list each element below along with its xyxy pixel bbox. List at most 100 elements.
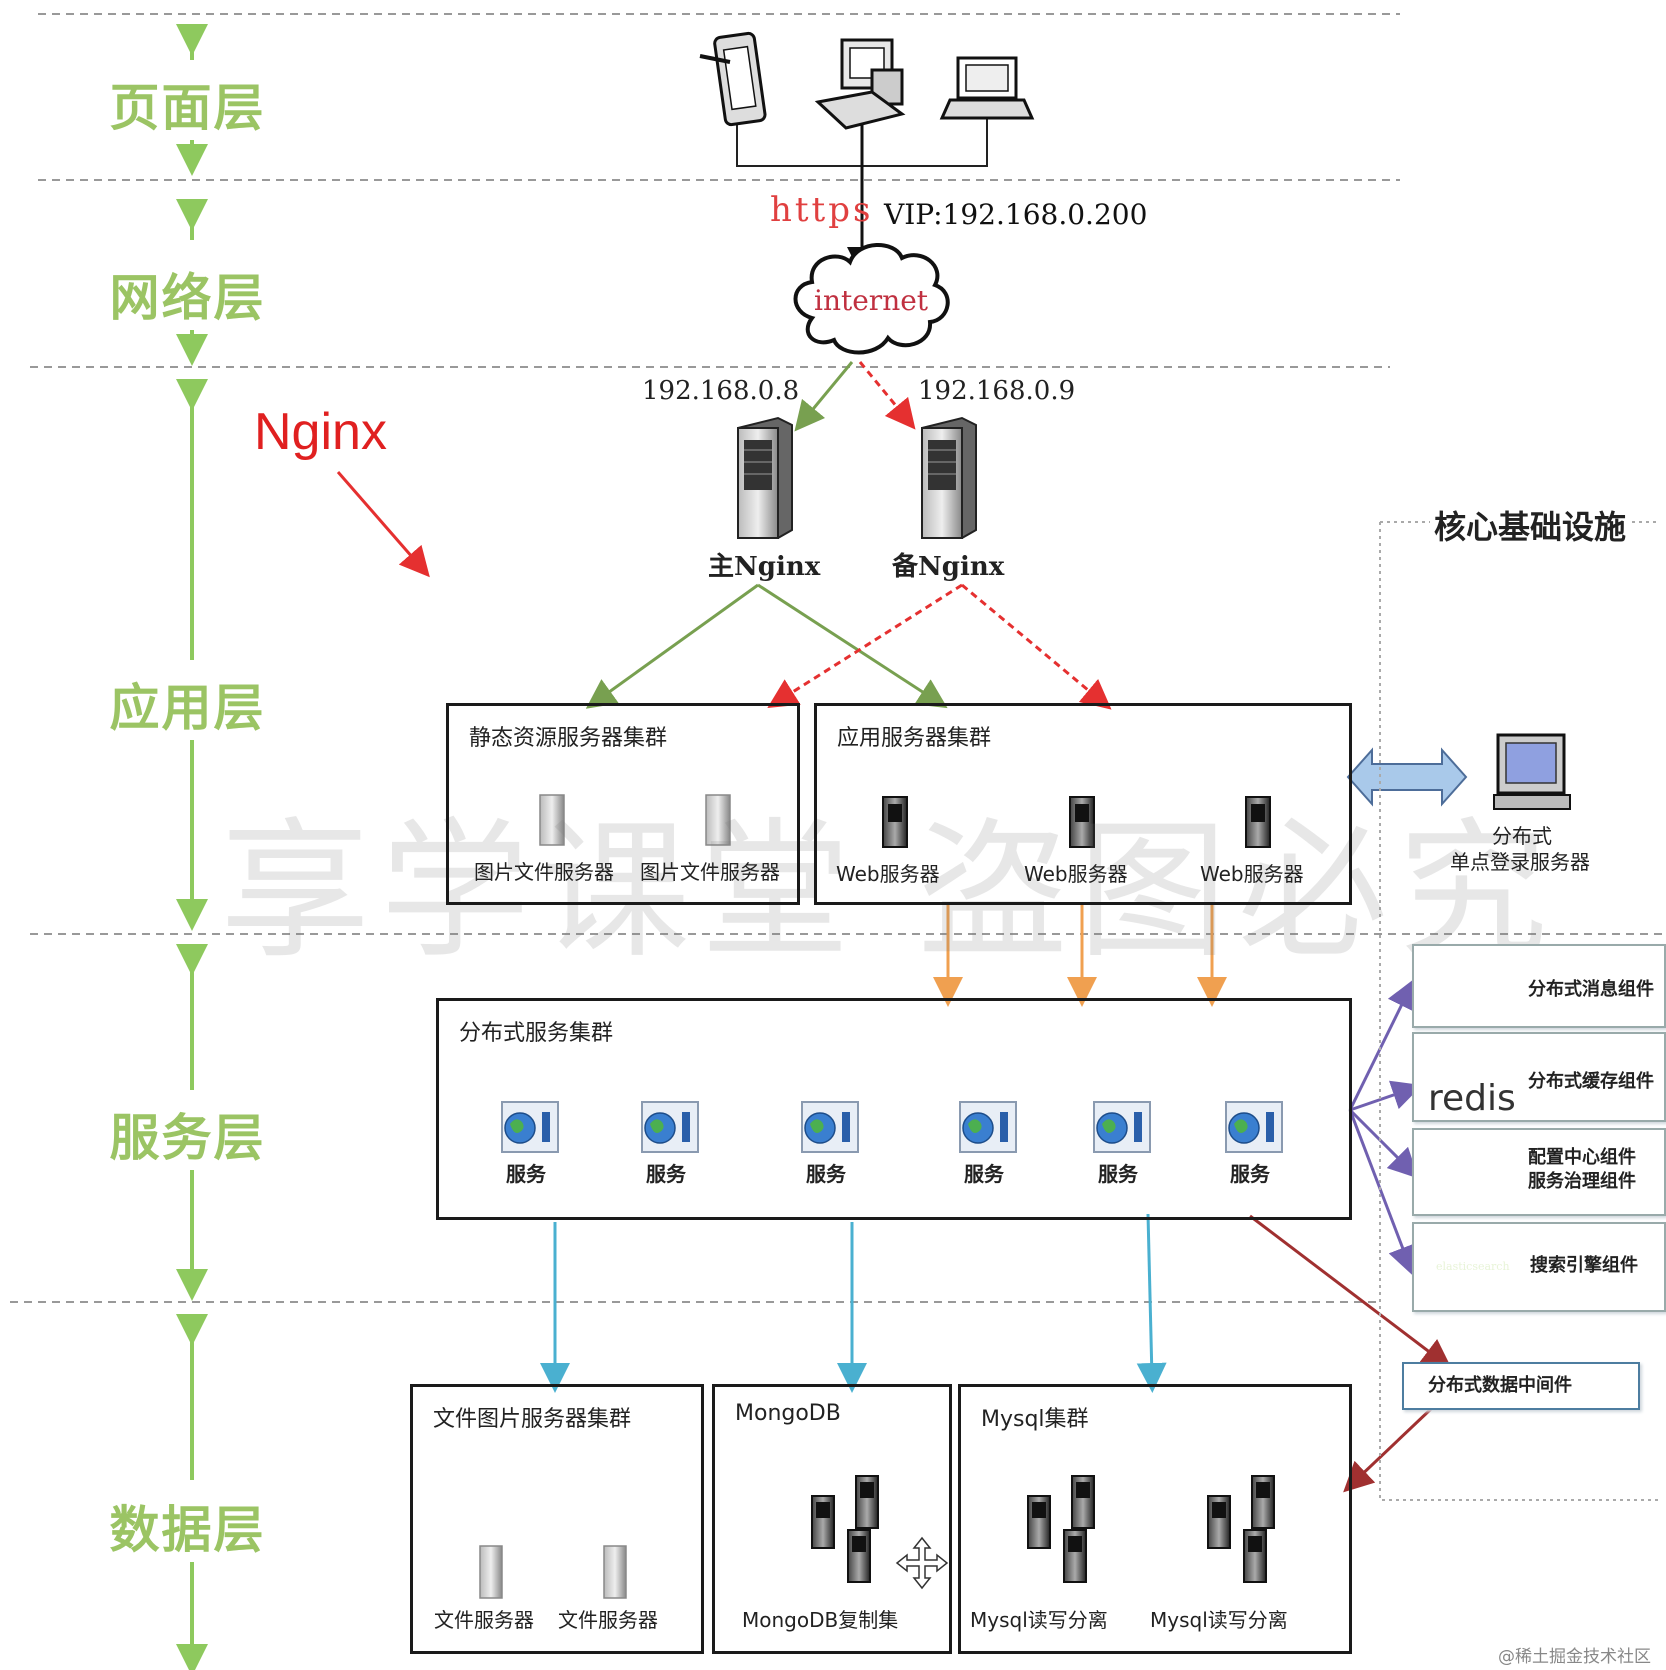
service-label: 服务	[646, 1162, 686, 1186]
service-to-middleware-arrow	[1249, 1214, 1452, 1370]
mysql-server-icon	[1207, 1475, 1275, 1583]
file-server-label: 文件服务器	[558, 1608, 658, 1632]
watermark: 享学课堂 盗图必究	[220, 805, 1558, 979]
service-label: 服务	[506, 1162, 546, 1186]
service-globe-icon	[1225, 1101, 1283, 1153]
service-to-mysql-arrow	[1136, 1213, 1167, 1393]
app-server-cluster: 应用服务器集群	[814, 703, 1352, 905]
service-globe-icon	[1093, 1101, 1151, 1153]
config-component-box	[1412, 1128, 1666, 1216]
master-to-app-arrow	[757, 583, 948, 709]
mysql-title: Mysql集群	[981, 1407, 1089, 1432]
nginx-annotation: Nginx	[254, 403, 387, 461]
desktop-computer-icon	[814, 38, 906, 130]
move-cursor-icon	[895, 1536, 949, 1590]
nginx-annotation-arrow	[336, 471, 430, 578]
infra-frame	[1379, 522, 1660, 1501]
backup-ip-label: 192.168.0.9	[918, 376, 1076, 406]
laptop-icon	[939, 56, 1035, 120]
web-server-icon	[1069, 796, 1095, 848]
file-cluster-title: 文件图片服务器集群	[433, 1407, 632, 1432]
internet-cloud-icon	[793, 243, 950, 355]
internet-label: internet	[814, 284, 929, 317]
file-server-icon	[479, 1545, 503, 1599]
image-file-server-label: 图片文件服务器	[474, 860, 614, 884]
layer-label-network: 网络层	[100, 258, 275, 330]
service-icons	[501, 1101, 1283, 1153]
sso-label-line1: 分布式	[1492, 824, 1552, 848]
service-label: 服务	[964, 1162, 1004, 1186]
layer-label-application: 应用层	[100, 668, 275, 740]
cloud-to-master-arrow	[794, 361, 854, 432]
https-label: https	[770, 190, 874, 230]
backup-to-static-arrow	[767, 583, 963, 709]
cache-component-label: 分布式缓存组件	[1528, 1071, 1654, 1092]
mysql-cluster: Mysql集群	[958, 1384, 1352, 1654]
cache-component-box	[1412, 1032, 1666, 1122]
mysql-rw-split-label: Mysql读写分离	[970, 1608, 1108, 1632]
mongodb-server-icon	[811, 1475, 879, 1583]
web-server-icon	[1245, 796, 1271, 848]
config-component-label: 配置中心组件	[1528, 1147, 1636, 1168]
service-label: 服务	[806, 1162, 846, 1186]
web-server-icon	[882, 796, 908, 848]
app-cluster-title: 应用服务器集群	[837, 726, 992, 751]
backup-nginx-label: 备Nginx	[892, 552, 1005, 582]
sso-computer-icon	[1493, 733, 1571, 810]
layer-label-data: 数据层	[100, 1490, 275, 1562]
mq-component-label: 分布式消息组件	[1528, 979, 1654, 1000]
service-globe-icon	[501, 1101, 559, 1153]
data-middleware-box	[1402, 1362, 1640, 1410]
master-nginx-label: 主Nginx	[708, 552, 821, 582]
master-ip-label: 192.168.0.8	[642, 376, 800, 406]
distributed-service-cluster: 分布式服务集群	[436, 998, 1352, 1220]
web-server-label: Web服务器	[1200, 862, 1304, 886]
service-globe-icon	[959, 1101, 1017, 1153]
layer-label-page: 页面层	[100, 68, 275, 140]
governance-component-label: 服务治理组件	[1528, 1171, 1636, 1192]
layer-label-service: 服务层	[100, 1098, 275, 1170]
data-middleware-label: 分布式数据中间件	[1428, 1375, 1572, 1396]
vip-label: VIP:192.168.0.200	[884, 198, 1148, 231]
web-server-label: Web服务器	[836, 862, 940, 886]
sso-label-line2: 单点登录服务器	[1450, 850, 1590, 874]
tablet-icon	[699, 31, 767, 127]
image-file-server-label: 图片文件服务器	[640, 860, 780, 884]
mongodb-title: MongoDB	[735, 1401, 841, 1426]
static-cluster-title: 静态资源服务器集群	[469, 726, 668, 751]
sso-double-arrow	[1346, 747, 1468, 807]
file-server-label: 文件服务器	[434, 1608, 534, 1632]
middleware-to-mysql-arrow	[1343, 1406, 1434, 1493]
master-nginx-server-icon	[737, 416, 793, 539]
cloud-to-backup-arrow	[858, 361, 916, 430]
mongodb-replica-label: MongoDB复制集	[742, 1608, 899, 1632]
search-component-box	[1412, 1222, 1666, 1312]
infra-title: 核心基础设施	[1430, 502, 1631, 548]
footer-credit: @稀土掘金技术社区	[1498, 1647, 1651, 1667]
mq-component-box	[1412, 944, 1666, 1028]
file-image-server-cluster: 文件图片服务器集群	[410, 1384, 704, 1654]
db-server-icons	[811, 1475, 1275, 1583]
redis-logo-text: redis	[1428, 1078, 1516, 1119]
web-server-label: Web服务器	[1024, 862, 1128, 886]
file-server-icon	[603, 1545, 627, 1599]
image-file-server-icon	[539, 794, 565, 846]
backup-to-app-arrow	[961, 583, 1112, 710]
image-file-server-icon	[705, 794, 731, 846]
elasticsearch-logo-text: elasticsearch	[1436, 1260, 1510, 1273]
service-globe-icon	[641, 1101, 699, 1153]
service-label: 服务	[1230, 1162, 1270, 1186]
service-globe-icon	[801, 1101, 859, 1153]
mongodb-cluster: MongoDB	[712, 1384, 952, 1654]
service-cluster-title: 分布式服务集群	[459, 1021, 614, 1046]
layer-separators	[10, 13, 1666, 1303]
mysql-server-icon	[1027, 1475, 1095, 1583]
search-component-label: 搜索引擎组件	[1530, 1255, 1638, 1276]
service-label: 服务	[1098, 1162, 1138, 1186]
backup-nginx-server-icon	[921, 416, 977, 539]
static-resource-cluster: 静态资源服务器集群	[446, 703, 800, 905]
master-to-static-arrow	[585, 583, 759, 709]
mysql-rw-split-label: Mysql读写分离	[1150, 1608, 1288, 1632]
